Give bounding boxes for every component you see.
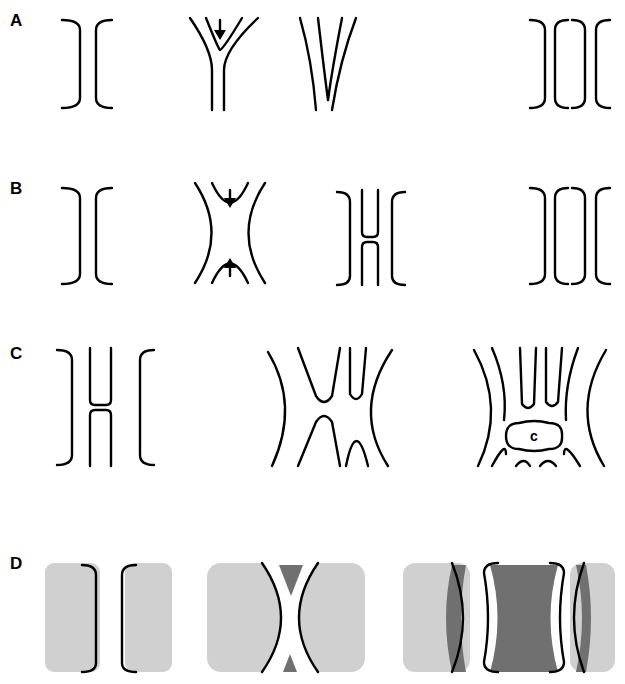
h-shape-part	[392, 192, 405, 285]
branched-shape-part	[587, 350, 606, 466]
fused-vesicles-part	[550, 563, 564, 672]
membrane-pairs-part	[555, 20, 568, 108]
merged-shape-part	[332, 18, 356, 110]
membrane-pairs-part	[555, 188, 568, 284]
branched-shape-part	[474, 350, 491, 466]
panel-letter: B	[10, 180, 22, 197]
stalk-shape-part	[190, 18, 212, 110]
stalk-shape-part	[206, 18, 242, 50]
membrane-vesicles-part	[82, 565, 96, 672]
branched-shape-part	[516, 461, 530, 466]
membrane-pair-part	[96, 20, 112, 108]
membrane-pairs-part	[530, 20, 545, 108]
branched-shape-part	[268, 352, 285, 466]
membrane-pairs	[530, 20, 610, 108]
membrane-pair-part	[62, 188, 80, 284]
fused-vesicles-part	[570, 563, 615, 672]
h-shape-part	[90, 348, 111, 405]
merged-shape	[300, 18, 356, 110]
membrane-pairs-part	[530, 188, 545, 284]
panel-letter: A	[10, 12, 22, 29]
branched-shape-part	[350, 348, 366, 399]
branched-shape-part	[298, 348, 340, 402]
compartment-outline-path	[506, 421, 562, 451]
fusion-pore-part	[283, 654, 297, 672]
fused-vesicles-part	[452, 563, 463, 672]
membrane-pairs-part	[572, 188, 585, 284]
h-shape	[337, 190, 405, 285]
branched-shape-part	[298, 416, 340, 466]
h-shape-part	[362, 242, 378, 285]
membrane-vesicles-part	[45, 563, 100, 672]
h-shape-part	[57, 350, 72, 465]
membrane-pair	[62, 20, 112, 108]
fusion-pore	[207, 563, 365, 672]
x-shape	[195, 183, 265, 283]
membrane-pairs-part	[596, 20, 610, 108]
branched-shape-part	[346, 441, 368, 466]
branched-shape-part	[371, 350, 392, 466]
fused-vesicles-part	[484, 563, 498, 672]
stalk-shape-part	[214, 30, 226, 40]
h-shape-part	[337, 192, 350, 285]
membrane-pair	[62, 188, 112, 284]
h-shape	[57, 348, 154, 466]
compartment-loop: c	[504, 420, 564, 452]
branched-shape-part	[520, 348, 536, 408]
membrane-pairs-part	[596, 188, 610, 284]
h-shape-part	[90, 410, 111, 466]
fusion-pore-part	[279, 565, 303, 596]
branched-shape-part	[492, 348, 505, 420]
merged-shape-part	[300, 18, 316, 110]
fused-vesicles	[403, 563, 615, 672]
fusion-pore-part	[262, 563, 281, 672]
fusion-pore-part	[299, 563, 318, 672]
membrane-vesicles-part	[125, 563, 172, 672]
h-shape-part	[140, 350, 154, 465]
x-shape-part	[224, 198, 236, 208]
branched-shape	[268, 348, 392, 466]
branched-shape-part	[546, 348, 562, 406]
membrane-pair-part	[96, 188, 112, 284]
membrane-pairs	[530, 188, 610, 284]
fused-vesicles-part	[490, 565, 558, 672]
panel-letter: C	[10, 345, 22, 362]
x-shape-part	[195, 183, 212, 283]
x-shape-part	[224, 258, 236, 268]
branched-shape-part	[492, 449, 506, 466]
stalk-shape	[190, 18, 258, 110]
stalk-shape-part	[224, 18, 258, 110]
fusion-pore-part	[262, 563, 318, 672]
merged-shape-part	[318, 18, 342, 100]
membrane-vesicles-part	[122, 565, 136, 672]
fusion-pore-part	[207, 563, 365, 672]
fused-vesicles-part	[574, 563, 584, 672]
membrane-vesicles	[45, 563, 172, 672]
branched-shape-part	[566, 348, 578, 420]
branched-shape-part	[540, 461, 556, 466]
panel-letter: D	[10, 555, 22, 572]
branched-shape-part	[564, 449, 580, 466]
branched-shape	[474, 348, 606, 466]
compartment-label: c	[530, 429, 538, 443]
h-shape-part	[362, 190, 378, 237]
x-shape-part	[249, 183, 266, 283]
fused-vesicles-part	[403, 563, 470, 672]
membrane-pairs-part	[572, 20, 585, 108]
membrane-pair-part	[62, 20, 80, 108]
